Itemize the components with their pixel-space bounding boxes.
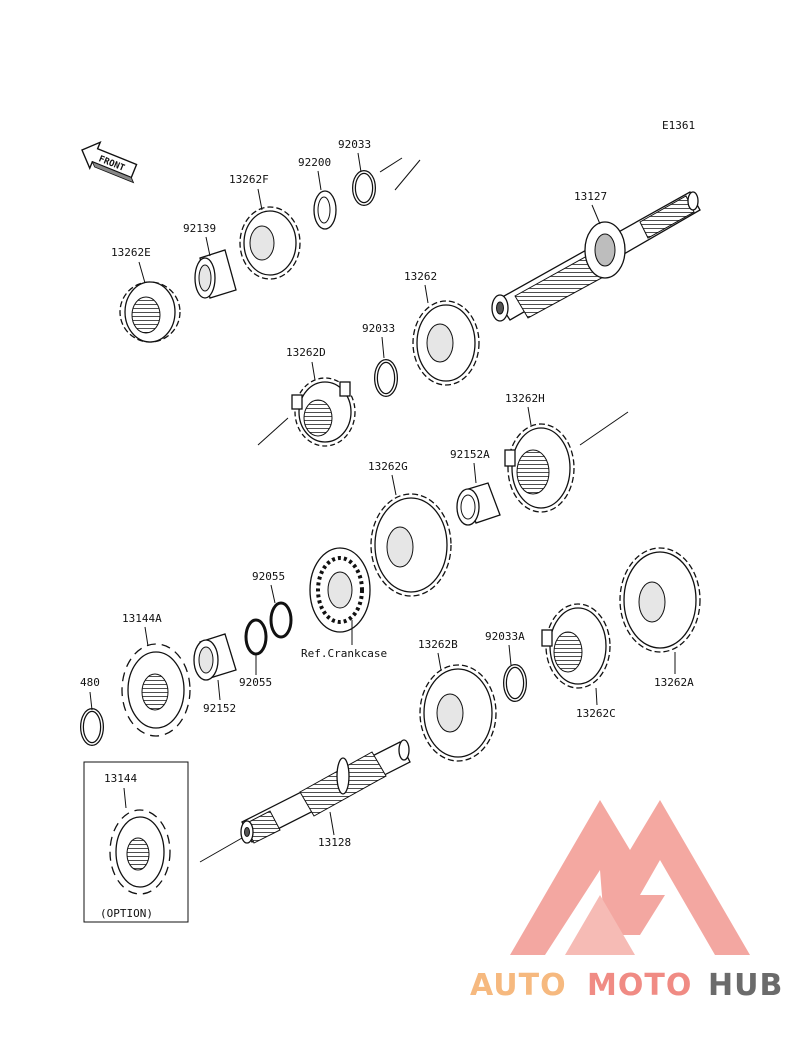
part-label-92033A: 92033A bbox=[485, 630, 525, 643]
washer-92200 bbox=[313, 190, 337, 230]
oring-92055-bottom bbox=[244, 618, 268, 656]
watermark-part3: HUB bbox=[708, 968, 783, 1003]
circlip-480 bbox=[80, 708, 104, 746]
gear-13262D bbox=[291, 377, 356, 447]
part-label-13144: 13144 bbox=[104, 772, 137, 785]
gear-13262F bbox=[239, 206, 301, 280]
option-label: (OPTION) bbox=[100, 907, 153, 920]
gear-13262G bbox=[370, 493, 452, 597]
circlip-92033-mid bbox=[374, 359, 398, 397]
oring-92055-top bbox=[269, 601, 293, 639]
gear-13262A bbox=[619, 547, 701, 653]
part-label-13262G: 13262G bbox=[368, 460, 408, 473]
gear-13262E bbox=[119, 281, 181, 343]
bushing-92139 bbox=[194, 249, 237, 299]
watermark-part2: MOTO bbox=[587, 968, 692, 1003]
logo-inner-icon bbox=[565, 895, 635, 955]
collar-92152A bbox=[456, 482, 501, 526]
ref-crankcase-note: Ref.Crankcase bbox=[301, 647, 387, 660]
axis-line bbox=[579, 411, 629, 446]
part-label-13262C: 13262C bbox=[576, 707, 616, 720]
part-label-92033-mid: 92033 bbox=[362, 322, 395, 335]
part-label-13127: 13127 bbox=[574, 190, 607, 203]
part-label-13262A: 13262A bbox=[654, 676, 694, 689]
axis-line bbox=[199, 837, 243, 863]
watermark-part1: AUTO bbox=[470, 968, 567, 1003]
shaft-13127 bbox=[491, 191, 701, 322]
part-label-13262E: 13262E bbox=[111, 246, 151, 259]
axis-line bbox=[394, 159, 421, 191]
gear-13262 bbox=[412, 300, 480, 386]
part-label-13144A: 13144A bbox=[122, 612, 162, 625]
part-label-92055-bottom: 92055 bbox=[239, 676, 272, 689]
part-label-13262F: 13262F bbox=[229, 173, 269, 186]
option-box bbox=[83, 761, 189, 923]
collar-92152 bbox=[193, 633, 237, 681]
diagram-code: E1361 bbox=[662, 119, 695, 132]
gear-13262C bbox=[541, 603, 611, 689]
part-label-92139: 92139 bbox=[183, 222, 216, 235]
part-label-92200: 92200 bbox=[298, 156, 331, 169]
sprocket-13144 bbox=[109, 809, 171, 895]
part-label-13262D: 13262D bbox=[286, 346, 326, 359]
circlip-92033A bbox=[503, 664, 527, 702]
shaft-13128 bbox=[240, 739, 411, 844]
watermark-text: AUTO MOTO HUB bbox=[470, 968, 783, 1003]
front-arrow-icon: FRONT bbox=[81, 140, 138, 184]
circlip-92033-top bbox=[352, 170, 376, 206]
part-label-480: 480 bbox=[80, 676, 100, 689]
sprocket-13144A bbox=[121, 643, 191, 737]
gear-13262B bbox=[419, 664, 497, 762]
watermark-logo bbox=[510, 800, 750, 955]
part-label-13262B: 13262B bbox=[418, 638, 458, 651]
gear-13262H bbox=[504, 423, 575, 513]
axis-line bbox=[257, 417, 289, 446]
part-label-92055-top: 92055 bbox=[252, 570, 285, 583]
logo-mark-icon bbox=[510, 800, 750, 955]
part-label-13262H: 13262H bbox=[505, 392, 545, 405]
bearing-crankcase bbox=[309, 547, 371, 633]
part-label-92033-top: 92033 bbox=[338, 138, 371, 151]
part-label-13128: 13128 bbox=[318, 836, 351, 849]
part-label-92152A: 92152A bbox=[450, 448, 490, 461]
part-label-13262: 13262 bbox=[404, 270, 437, 283]
axis-line bbox=[379, 157, 403, 173]
part-label-92152: 92152 bbox=[203, 702, 236, 715]
